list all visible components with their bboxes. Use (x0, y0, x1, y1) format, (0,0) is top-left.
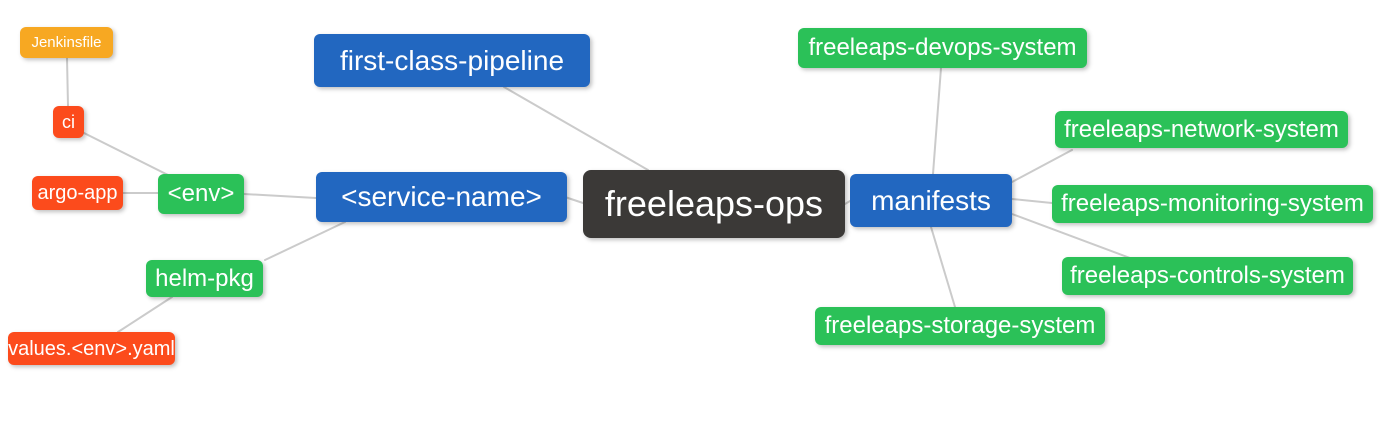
edge-service-name--freeleaps-ops (564, 196, 584, 204)
node-service-name[interactable]: <service-name> (316, 172, 567, 222)
node-label-freeleaps-storage-system: freeleaps-storage-system (824, 312, 1096, 339)
edge-manifests--freeleaps-network-system (1011, 149, 1073, 183)
node-label-values-env-yaml: values.<env>.yaml (8, 337, 175, 360)
node-env[interactable]: <env> (158, 174, 244, 214)
node-label-manifests: manifests (871, 184, 991, 216)
node-label-freeleaps-monitoring-system: freeleaps-monitoring-system (1061, 190, 1364, 217)
node-label-freeleaps-controls-system: freeleaps-controls-system (1070, 262, 1345, 289)
edge-helm-pkg--service-name (264, 221, 346, 261)
edge-env--service-name (243, 193, 317, 199)
node-freeleaps-ops[interactable]: freeleaps-ops (583, 170, 845, 238)
node-freeleaps-devops-system[interactable]: freeleaps-devops-system (798, 28, 1087, 68)
edge-manifests--freeleaps-devops-system (932, 67, 942, 175)
node-label-jenkinsfile: Jenkinsfile (31, 34, 102, 51)
node-values-env-yaml[interactable]: values.<env>.yaml (8, 332, 175, 365)
node-first-class-pipeline[interactable]: first-class-pipeline (314, 34, 590, 87)
node-label-freeleaps-ops: freeleaps-ops (604, 183, 824, 224)
edge-first-class-pipeline--freeleaps-ops (503, 86, 649, 171)
node-jenkinsfile[interactable]: Jenkinsfile (20, 27, 113, 58)
node-argo-app[interactable]: argo-app (32, 176, 123, 210)
node-label-helm-pkg: helm-pkg (155, 264, 254, 292)
edge-manifests--freeleaps-monitoring-system (1011, 198, 1053, 204)
node-freeleaps-storage-system[interactable]: freeleaps-storage-system (815, 307, 1105, 345)
node-ci[interactable]: ci (53, 106, 84, 138)
node-label-freeleaps-network-system: freeleaps-network-system (1064, 115, 1339, 143)
node-label-service-name: <service-name> (341, 181, 542, 212)
edge-values-env-yaml--helm-pkg (117, 296, 173, 333)
edge-manifests--freeleaps-storage-system (930, 226, 956, 308)
edge-ci--env (83, 132, 173, 178)
node-label-first-class-pipeline: first-class-pipeline (339, 44, 565, 76)
node-freeleaps-monitoring-system[interactable]: freeleaps-monitoring-system (1052, 185, 1373, 223)
node-label-ci: ci (62, 112, 75, 132)
edge-jenkinsfile--ci (66, 57, 69, 107)
node-freeleaps-network-system[interactable]: freeleaps-network-system (1055, 111, 1348, 148)
node-helm-pkg[interactable]: helm-pkg (146, 260, 263, 297)
node-label-env: <env> (167, 180, 235, 207)
node-freeleaps-controls-system[interactable]: freeleaps-controls-system (1062, 257, 1353, 295)
node-label-freeleaps-devops-system: freeleaps-devops-system (808, 34, 1077, 61)
node-manifests[interactable]: manifests (850, 174, 1012, 227)
node-label-argo-app: argo-app (37, 182, 118, 204)
